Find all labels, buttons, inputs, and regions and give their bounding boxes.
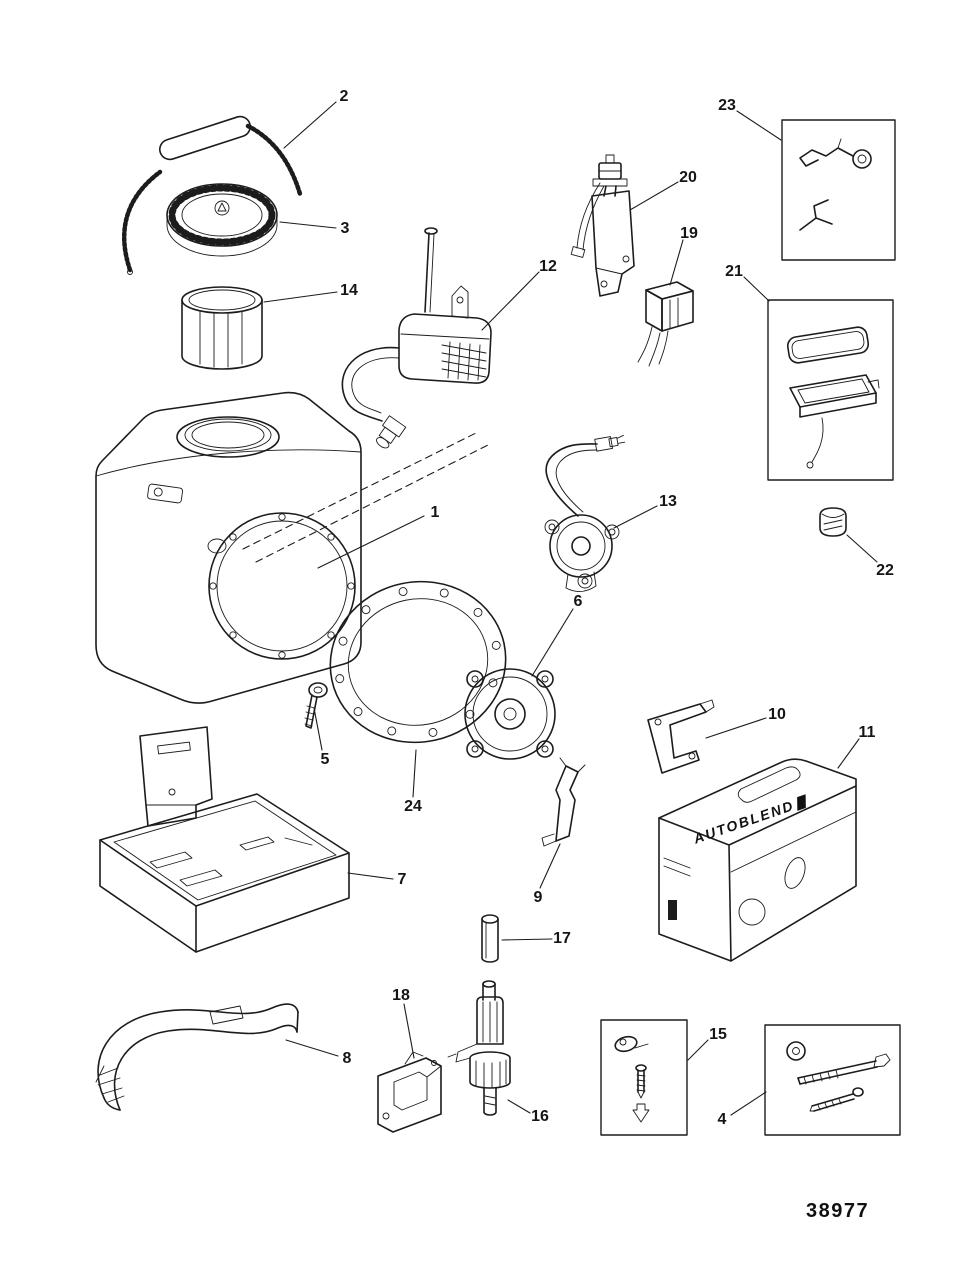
callout-11: 11 xyxy=(859,724,876,741)
cover-label-wedge xyxy=(796,793,806,811)
part-strainer-cup xyxy=(181,286,263,370)
leader-line-21 xyxy=(743,276,770,302)
leader-line-23 xyxy=(736,110,782,141)
leader-line-12 xyxy=(481,271,540,331)
part-screw-kit-box xyxy=(764,1024,901,1136)
leader-line-3 xyxy=(279,221,337,229)
part-autoblend-cover xyxy=(658,758,857,962)
callout-21: 21 xyxy=(725,263,743,280)
leader-line-19 xyxy=(669,239,684,286)
leader-line-18 xyxy=(403,1003,415,1059)
part-oil-pump xyxy=(341,227,492,449)
part-oil-tank xyxy=(95,391,491,704)
leader-line-1 xyxy=(317,515,425,569)
callout-1: 1 xyxy=(431,504,440,521)
callout-19: 19 xyxy=(680,225,698,242)
leader-line-8 xyxy=(285,1039,339,1057)
leader-line-6 xyxy=(531,608,574,677)
leader-line-16 xyxy=(507,1099,531,1114)
leader-line-9 xyxy=(539,843,561,889)
leader-line-24 xyxy=(412,749,417,798)
leader-line-11 xyxy=(837,738,860,769)
part-gasket xyxy=(329,580,507,744)
part-mounting-tray xyxy=(99,726,350,953)
callout-6: 6 xyxy=(574,593,583,610)
part-strap xyxy=(95,1003,299,1111)
leader-line-20 xyxy=(629,181,679,211)
part-filler-cap xyxy=(166,183,278,257)
part-screw xyxy=(304,682,328,729)
callout-16: 16 xyxy=(531,1108,549,1125)
callout-22: 22 xyxy=(876,562,894,579)
callout-20: 20 xyxy=(679,169,697,186)
leader-line-5 xyxy=(313,707,323,751)
leader-line-22 xyxy=(846,534,878,563)
part-spacer-sleeve xyxy=(481,914,499,963)
callout-9: 9 xyxy=(534,889,543,906)
callout-15: 15 xyxy=(709,1026,727,1043)
leader-line-15 xyxy=(687,1039,709,1061)
callout-23: 23 xyxy=(718,97,736,114)
leader-line-2 xyxy=(283,101,337,149)
leader-line-14 xyxy=(263,291,338,303)
part-cover-kit-box xyxy=(767,299,894,481)
callout-10: 10 xyxy=(768,706,786,723)
part-relay-module xyxy=(637,281,694,367)
callout-13: 13 xyxy=(659,493,677,510)
leader-line-4 xyxy=(730,1091,767,1116)
part-clip-kit-box xyxy=(781,119,896,261)
part-cap-plug xyxy=(819,507,847,537)
callout-14: 14 xyxy=(340,282,358,299)
part-lever-bracket xyxy=(541,757,586,847)
callout-24: 24 xyxy=(404,798,422,815)
part-switch-bracket xyxy=(570,154,635,297)
drawing-number: 38977 xyxy=(806,1200,870,1222)
part-diaphragm xyxy=(464,668,556,760)
part-lanyard-cord xyxy=(121,115,303,275)
part-mounting-bracket xyxy=(647,699,715,774)
leader-line-10 xyxy=(705,717,767,739)
callout-8: 8 xyxy=(343,1050,352,1067)
part-hardware-kit-box xyxy=(600,1019,688,1136)
callout-7: 7 xyxy=(398,871,407,888)
leader-line-7 xyxy=(347,872,394,880)
callout-17: 17 xyxy=(553,930,571,947)
leader-line-17 xyxy=(501,938,553,941)
part-sensor xyxy=(544,434,626,592)
callout-18: 18 xyxy=(392,987,410,1004)
part-gasket-plate xyxy=(377,1051,442,1133)
callout-4: 4 xyxy=(718,1111,727,1128)
callout-12: 12 xyxy=(539,258,557,275)
leader-line-13 xyxy=(613,505,658,529)
callout-2: 2 xyxy=(340,88,349,105)
callout-3: 3 xyxy=(341,220,350,237)
part-valve-assembly xyxy=(447,980,511,1116)
callout-5: 5 xyxy=(321,751,330,768)
